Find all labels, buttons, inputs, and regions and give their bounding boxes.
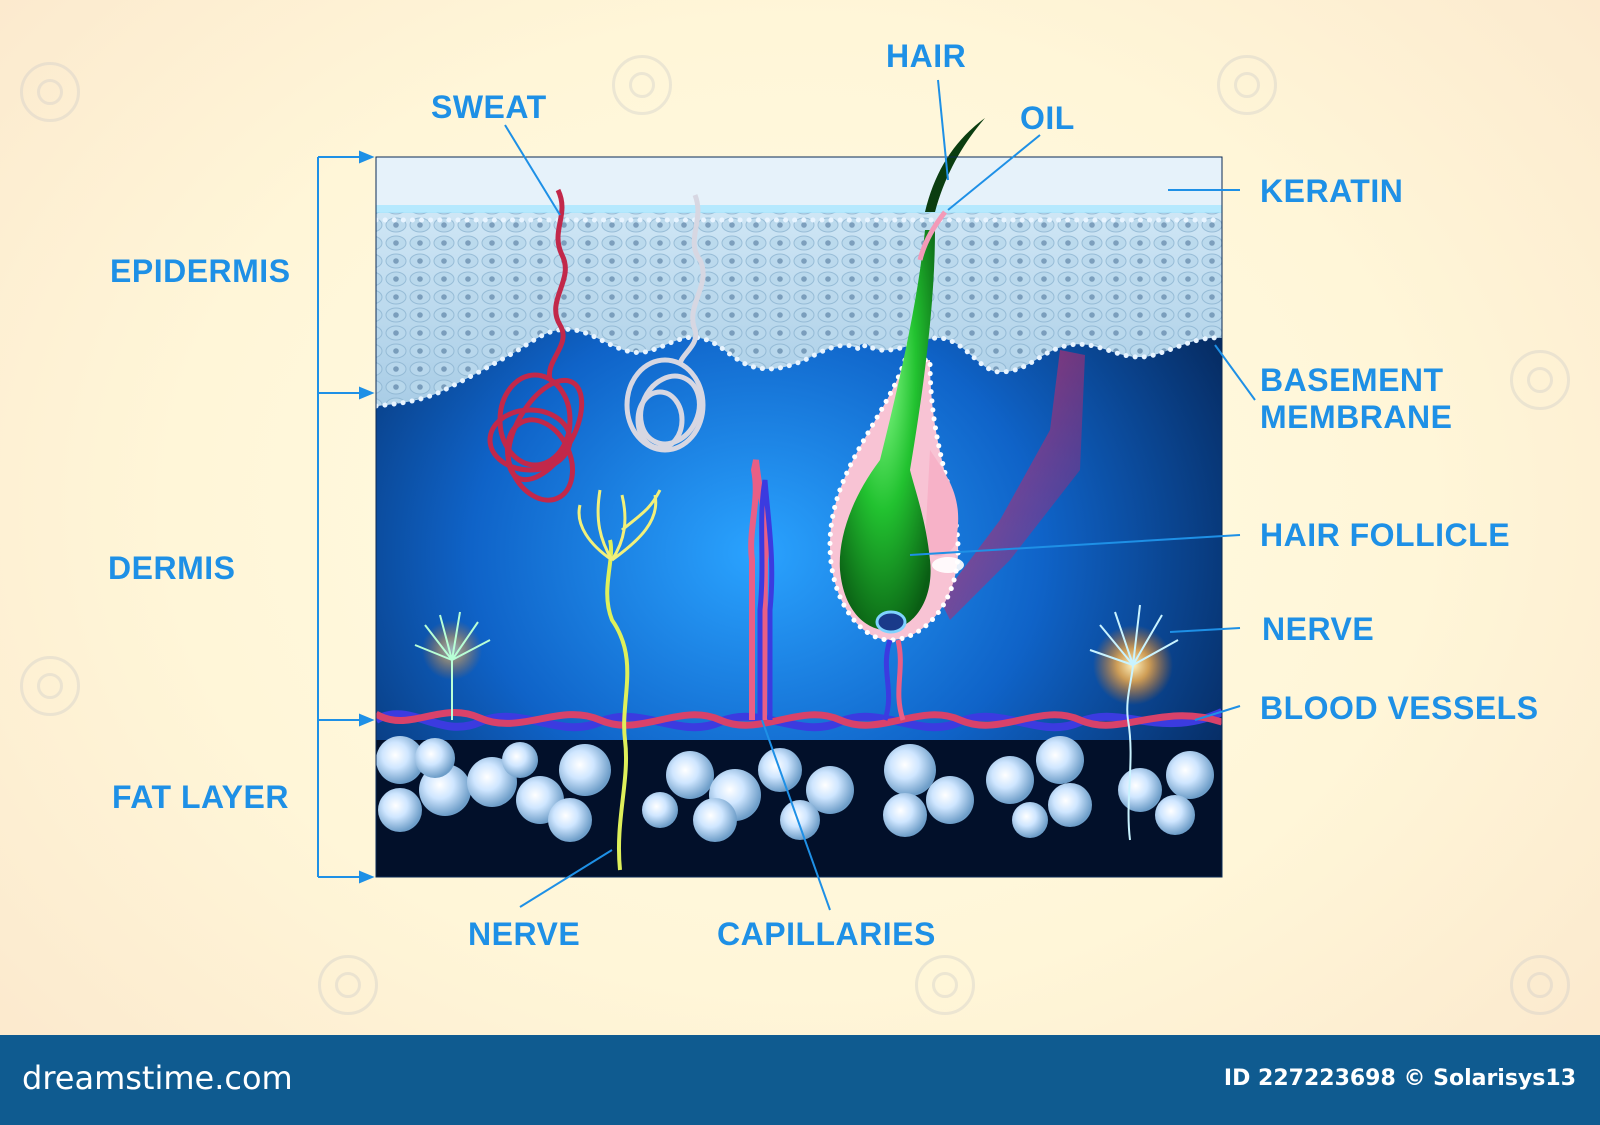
nerve-ending-left xyxy=(414,611,491,720)
hair-shaft xyxy=(925,118,985,212)
label-nerve-bottom: NERVE xyxy=(468,916,581,952)
watermark-icon xyxy=(915,955,975,1015)
label-nerve-right: NERVE xyxy=(1262,611,1375,647)
capillary-blue xyxy=(757,479,775,720)
label-keratin: KERATIN xyxy=(1260,173,1404,209)
hair-follicle xyxy=(827,230,964,721)
watermark-icon xyxy=(20,62,80,122)
keratin-layer xyxy=(376,157,1222,212)
basement-membrane xyxy=(376,326,1222,409)
label-fat-layer: FAT LAYER xyxy=(112,779,289,815)
watermark-icon xyxy=(318,955,378,1015)
arrector-muscle xyxy=(940,350,1085,620)
label-oil: OIL xyxy=(1020,100,1075,136)
artery xyxy=(376,709,1222,729)
capillary-red xyxy=(748,459,770,721)
nerve-fiber xyxy=(605,539,630,871)
watermark-icon xyxy=(1510,955,1570,1015)
label-dermis: DERMIS xyxy=(108,550,236,586)
label-hair: HAIR xyxy=(886,38,967,74)
nerve-branches xyxy=(577,489,662,562)
label-sweat: SWEAT xyxy=(431,89,547,125)
label-epidermis: EPIDERMIS xyxy=(110,253,291,289)
label-basement-line1: BASEMENT xyxy=(1260,362,1444,398)
label-basement-membrane: BASEMENT MEMBRANE xyxy=(1260,362,1452,436)
layer-bracket xyxy=(317,150,375,884)
sweat-gland-silver xyxy=(624,194,706,453)
sweat-gland-red xyxy=(487,188,585,503)
keratin-edge xyxy=(376,205,1222,213)
panel-frame xyxy=(375,156,1223,878)
nerve-ending-right xyxy=(1089,604,1179,841)
label-capillaries: CAPILLARIES xyxy=(717,916,936,952)
watermark-icon xyxy=(1510,350,1570,410)
fat-layer xyxy=(376,736,1222,877)
watermark-icon xyxy=(1217,55,1277,115)
watermark-icon xyxy=(612,55,672,115)
footer-credit: ID 227223698 © Solarisys13 xyxy=(1223,1066,1576,1091)
watermark-icon xyxy=(20,656,80,716)
skin-cross-section xyxy=(376,157,1222,877)
footer-bar: dreamstime.com ID 227223698 © Solarisys1… xyxy=(0,1035,1600,1125)
vein xyxy=(376,708,1222,732)
leader-lines xyxy=(504,79,1256,911)
footer-brand: dreamstime.com xyxy=(22,1059,293,1097)
oil-gland-outlet xyxy=(917,210,947,261)
label-blood-vessels: BLOOD VESSELS xyxy=(1260,690,1539,726)
label-basement-line2: MEMBRANE xyxy=(1260,398,1453,435)
label-hair-follicle: HAIR FOLLICLE xyxy=(1260,517,1511,553)
epidermis-cells xyxy=(376,212,1222,406)
